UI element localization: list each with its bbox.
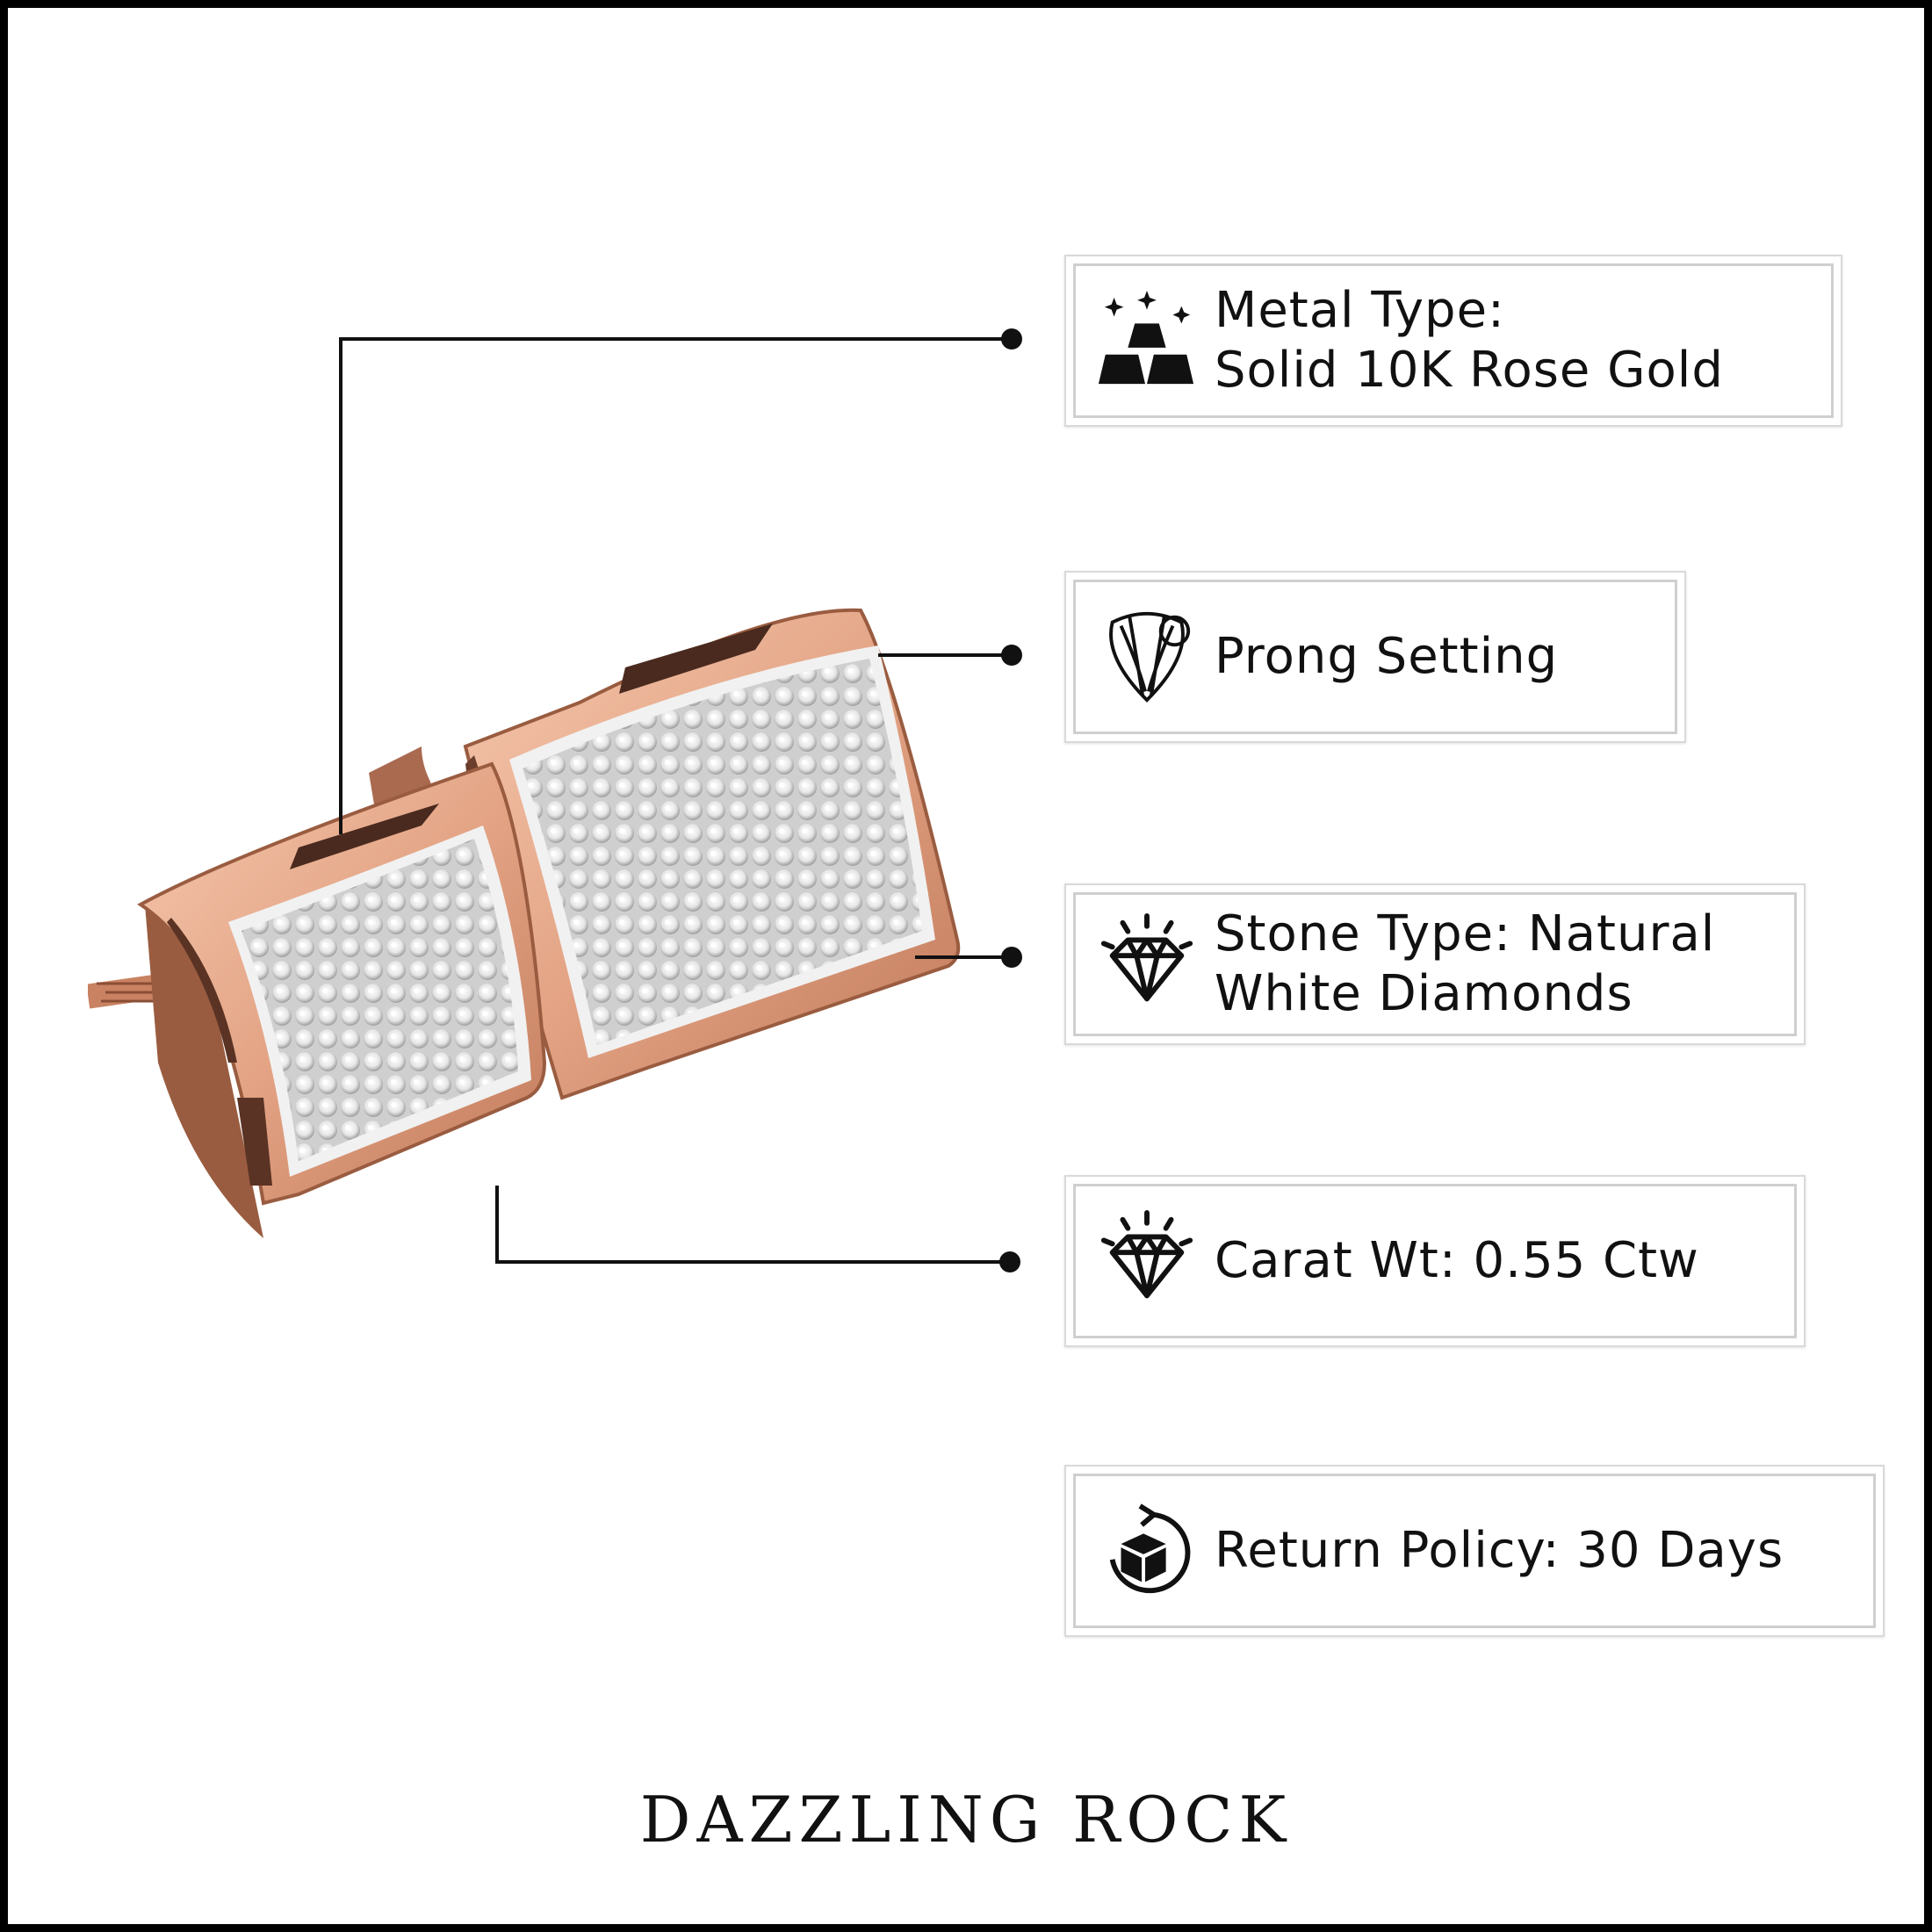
diamond-icon bbox=[1100, 1209, 1193, 1299]
feature-label-return: Return Policy: 30 Days bbox=[1215, 1521, 1784, 1581]
earring-front bbox=[88, 761, 547, 1238]
prong-setting-icon bbox=[1109, 611, 1191, 703]
gold-bars-icon bbox=[1098, 290, 1194, 385]
feature-card-border: Stone Type: Natural White Diamonds bbox=[1073, 892, 1797, 1036]
feature-card-border: Metal Type: Solid 10K Rose Gold bbox=[1073, 263, 1834, 418]
feature-card-border: Return Policy: 30 Days bbox=[1073, 1474, 1876, 1628]
feature-text-line: Metal Type: bbox=[1215, 282, 1505, 339]
feature-text-line: Prong Setting bbox=[1215, 628, 1559, 685]
feature-card-metal: Metal Type: Solid 10K Rose Gold bbox=[1064, 255, 1842, 427]
diamond-icon bbox=[1100, 912, 1193, 1002]
feature-text-line: Return Policy: 30 Days bbox=[1215, 1522, 1784, 1579]
feature-card-carat: Carat Wt: 0.55 Ctw bbox=[1064, 1175, 1806, 1347]
earrings-image bbox=[88, 608, 961, 1238]
feature-card-setting: Prong Setting bbox=[1064, 571, 1686, 743]
feature-card-stone: Stone Type: Natural White Diamonds bbox=[1064, 883, 1806, 1045]
feature-text-line: Stone Type: Natural bbox=[1215, 905, 1716, 962]
feature-card-return: Return Policy: 30 Days bbox=[1064, 1465, 1885, 1637]
feature-text-line: White Diamonds bbox=[1215, 965, 1633, 1022]
feature-label-metal: Metal Type: Solid 10K Rose Gold bbox=[1215, 281, 1724, 400]
feature-label-stone: Stone Type: Natural White Diamonds bbox=[1215, 905, 1715, 1024]
brand-logo: DAZZLING ROCK bbox=[639, 1783, 1293, 1856]
feature-label-setting: Prong Setting bbox=[1215, 627, 1558, 687]
feature-text-line: Solid 10K Rose Gold bbox=[1215, 342, 1724, 399]
feature-text-line: Carat Wt: 0.55 Ctw bbox=[1215, 1232, 1699, 1289]
feature-label-carat: Carat Wt: 0.55 Ctw bbox=[1215, 1231, 1699, 1291]
feature-card-border: Prong Setting bbox=[1073, 580, 1677, 734]
return-box-icon bbox=[1109, 1503, 1191, 1594]
feature-card-border: Carat Wt: 0.55 Ctw bbox=[1073, 1184, 1797, 1338]
